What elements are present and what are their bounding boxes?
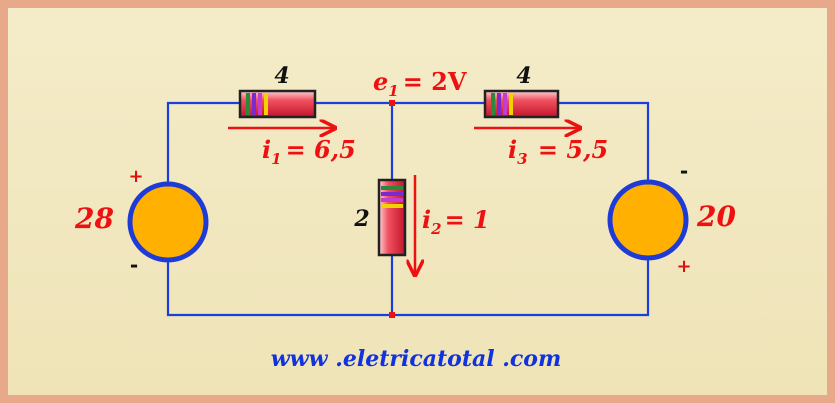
source-right-bottom-sign: +	[676, 256, 691, 277]
bottom-wire	[166, 258, 650, 317]
source-left-bottom-sign: -	[130, 253, 138, 277]
source-right-value: 20	[696, 200, 736, 233]
source-left-value: 28	[74, 202, 114, 235]
node-top	[389, 100, 395, 106]
source-right-top-sign: -	[680, 159, 688, 183]
node-bottom	[389, 312, 395, 318]
resistor-right	[483, 89, 560, 119]
resistor-middle	[377, 178, 407, 257]
node-voltage-label: e1= 2V	[373, 67, 467, 100]
source-left-top-sign: +	[128, 166, 143, 187]
website-link[interactable]: www .eletricatotal .com	[271, 346, 562, 372]
resistor-middle-label: 2	[353, 206, 369, 232]
right-wire	[558, 101, 650, 182]
resistor-left	[238, 89, 317, 119]
resistor-left-label: 4	[274, 63, 289, 89]
wires	[166, 101, 650, 317]
current-i1-label: i1= 6,5	[262, 135, 356, 168]
voltage-source-right	[607, 179, 689, 261]
current-i2-label: i2= 1	[422, 205, 490, 238]
current-i3-label: i3 = 5,5	[508, 135, 608, 168]
resistor-right-label: 4	[516, 63, 531, 89]
voltage-source-left	[127, 181, 209, 263]
left-wire	[166, 101, 240, 185]
